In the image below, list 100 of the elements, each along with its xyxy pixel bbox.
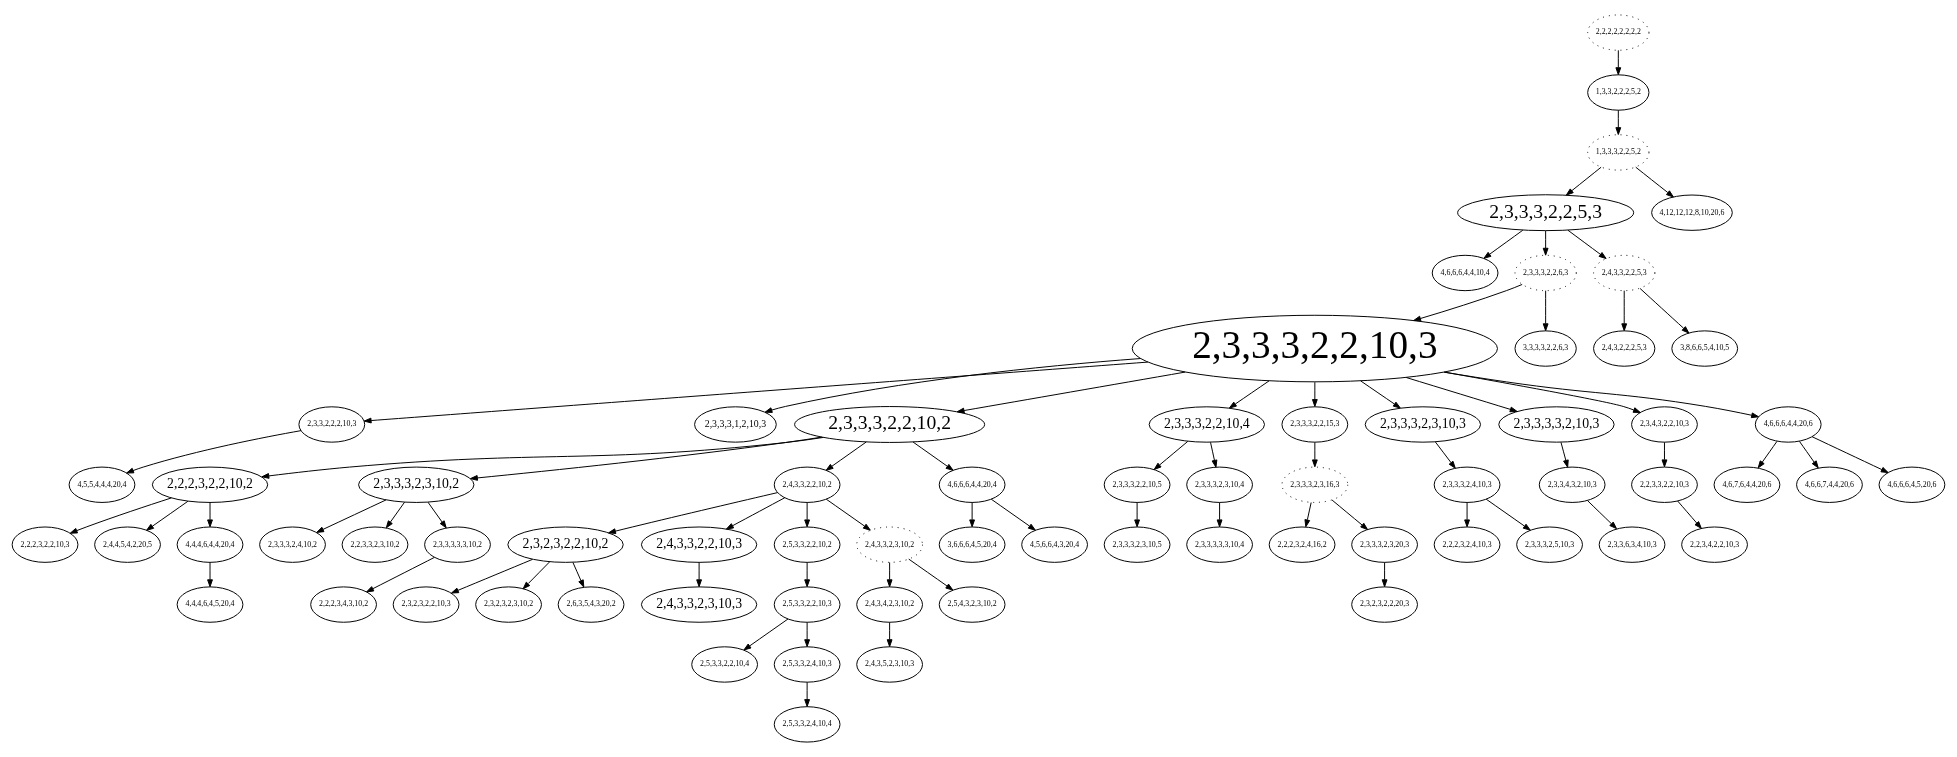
- arrow: [1381, 561, 1388, 588]
- arrow: [316, 499, 387, 533]
- arrow: [69, 497, 172, 534]
- arrow: [1153, 440, 1189, 470]
- node-ellipse: 2,4,3,5,2,3,10,3: [856, 646, 923, 683]
- node-ellipse: 2,5,3,3,2,2,10,3: [773, 586, 841, 623]
- node-ellipse: 1,3,3,2,2,2,5,2: [1587, 74, 1650, 111]
- node-ellipse: 4,6,6,6,4,4,10,4: [1431, 254, 1499, 292]
- arrow: [1228, 380, 1270, 409]
- node-ellipse: 2,4,3,4,2,3,10,2: [856, 586, 923, 623]
- arrow: [363, 361, 1149, 424]
- node-ellipse: 2,4,3,3,2,3,10,2: [856, 526, 923, 563]
- arrow: [1587, 500, 1617, 530]
- node-ellipse: 2,3,3,3,2,3,10,2: [358, 466, 475, 503]
- node-ellipse: 4,6,7,6,4,4,20,6: [1713, 466, 1781, 503]
- node-ellipse: 4,4,4,6,4,4,20,4: [176, 526, 244, 563]
- arrow: [608, 492, 779, 534]
- node-ellipse: 2,2,2,3,2,4,16,2: [1268, 526, 1336, 563]
- arrow: [886, 561, 893, 588]
- node-ellipse: 2,3,3,3,2,2,10,5: [1103, 466, 1171, 503]
- arrow: [908, 558, 954, 591]
- arrow: [886, 621, 893, 648]
- node-ellipse: 2,4,3,3,2,3,10,3: [640, 586, 758, 623]
- arrow: [1615, 109, 1622, 135]
- arrow: [366, 556, 435, 593]
- arrow: [522, 561, 551, 590]
- node-ellipse: 2,5,3,3,2,4,10,4: [773, 706, 841, 743]
- arrow: [743, 618, 789, 651]
- node-ellipse: 2,2,3,3,2,2,10,3: [1631, 466, 1698, 503]
- arrow: [696, 561, 702, 588]
- arrow: [207, 502, 213, 528]
- arrow: [1134, 502, 1140, 528]
- arrow: [1413, 284, 1523, 322]
- node-ellipse: 2,4,4,5,4,2,20,5: [94, 526, 161, 563]
- arrow: [1621, 290, 1628, 332]
- arrow: [1434, 441, 1456, 469]
- arrow: [825, 441, 867, 471]
- node-ellipse: 4,6,6,6,4,4,20,4: [938, 466, 1006, 503]
- node-ellipse: 4,5,6,6,4,3,20,4: [1021, 526, 1088, 563]
- node-ellipse: 3,8,6,6,5,4,10,5: [1671, 330, 1739, 367]
- node-ellipse: 2,3,3,3,2,5,10,3: [1516, 526, 1583, 563]
- arrow: [1311, 441, 1318, 468]
- arrow: [1567, 229, 1607, 260]
- arrow: [1615, 49, 1622, 76]
- node-ellipse: 2,2,2,2,2,2,2,2: [1587, 14, 1650, 51]
- arrow: [261, 436, 824, 479]
- node-ellipse: 2,6,3,5,4,3,20,2: [557, 586, 625, 623]
- node-ellipse: 2,3,3,2,2,2,10,3: [298, 406, 366, 443]
- node-ellipse: 2,4,3,3,2,2,10,3: [640, 526, 758, 563]
- node-ellipse: 2,3,3,3,2,3,20,3: [1351, 526, 1418, 563]
- arrow: [1661, 441, 1668, 468]
- node-ellipse: 2,5,3,3,2,2,10,4: [691, 646, 758, 683]
- arrow: [1304, 502, 1312, 528]
- arrow: [912, 441, 954, 471]
- node-ellipse: 2,3,3,3,2,2,5,3: [1457, 194, 1635, 232]
- arrow: [725, 497, 786, 530]
- arrow: [804, 561, 810, 588]
- arrow: [451, 558, 533, 594]
- arrow: [804, 621, 810, 648]
- node-ellipse: 2,3,3,3,2,2,6,3: [1514, 254, 1577, 292]
- node-ellipse: 2,5,4,3,2,3,10,2: [938, 586, 1006, 623]
- node-ellipse: 2,4,3,3,2,2,10,2: [773, 466, 841, 503]
- node-ellipse: 2,3,2,3,2,3,10,2: [475, 586, 542, 623]
- arrow: [804, 502, 810, 528]
- arrow: [990, 498, 1036, 531]
- arrow: [1542, 290, 1549, 332]
- node-ellipse: 2,3,2,3,2,2,20,3: [1351, 586, 1418, 623]
- node-ellipse: 2,3,3,3,2,2,15,3: [1281, 406, 1349, 443]
- arrow: [385, 501, 406, 529]
- arrow: [956, 371, 1186, 414]
- node-ellipse: 2,3,3,3,2,3,10,4: [1186, 466, 1253, 503]
- node-ellipse: 2,3,3,3,2,3,10,3: [1364, 406, 1482, 443]
- node-ellipse: 2,3,3,3,2,2,10,4: [1148, 406, 1265, 443]
- arrow: [1331, 499, 1369, 530]
- node-ellipse: 2,3,3,3,3,3,10,2: [424, 526, 491, 563]
- arrow: [1464, 502, 1470, 528]
- arrow: [1639, 288, 1690, 334]
- node-ellipse: 3,3,3,3,2,2,6,3: [1514, 330, 1577, 367]
- arrow: [1311, 381, 1318, 407]
- node-ellipse: 2,4,3,2,2,2,5,3: [1593, 330, 1656, 367]
- node-ellipse: 2,5,3,3,2,2,10,2: [773, 526, 841, 563]
- arrow: [825, 498, 871, 531]
- arrow: [1485, 498, 1531, 531]
- node-ellipse: 4,6,6,6,4,4,20,6: [1754, 406, 1822, 443]
- arrow: [1560, 441, 1569, 468]
- arrow: [126, 430, 302, 474]
- node-ellipse: 4,4,4,6,4,5,20,4: [176, 586, 244, 623]
- node-ellipse: 2,3,3,6,3,4,10,3: [1598, 526, 1666, 563]
- arrow: [804, 681, 810, 707]
- node-ellipse: 4,6,6,7,4,4,20,6: [1796, 466, 1863, 503]
- arrow: [1360, 380, 1401, 409]
- node-ellipse: 1,3,3,3,2,2,5,2: [1587, 134, 1650, 171]
- arrow: [427, 501, 447, 529]
- arrow: [1405, 377, 1518, 413]
- node-ellipse: 3,6,6,6,4,5,20,4: [938, 526, 1006, 563]
- arrow: [1216, 502, 1223, 528]
- node-ellipse: 2,2,3,4,2,2,10,3: [1681, 526, 1748, 563]
- arrow: [1542, 230, 1549, 256]
- arrow: [764, 358, 1141, 413]
- arrow: [207, 561, 213, 588]
